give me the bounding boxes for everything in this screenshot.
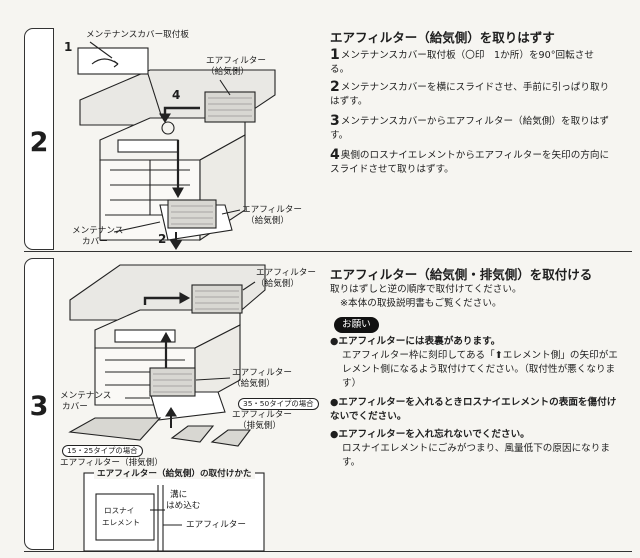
section2-step-4: 4奥側のロスナイエレメントからエアフィルターを矢印の方向にスライドさせて取りはず… bbox=[330, 148, 612, 177]
notice-badge: お願い bbox=[334, 317, 379, 333]
inset-groove-2: はめ込む bbox=[166, 501, 200, 511]
s3-label-cover-1: メンテナンス bbox=[60, 391, 111, 401]
s3-label-filter-supply-top-1: エアフィルター bbox=[256, 268, 316, 278]
bullet-title: ●エアフィルターを入れるときロスナイエレメントの表面を傷付けないでください。 bbox=[330, 397, 616, 422]
tag-15-25: 15・25タイプの場合 bbox=[62, 445, 143, 457]
bullet-2: ●エアフィルターを入れるときロスナイエレメントの表面を傷付けないでください。 bbox=[330, 396, 620, 424]
s3-label-exhaust-right-2: （排気側） bbox=[238, 421, 281, 431]
section2-step-2: 2メンテナンスカバーを横にスライドさせ、手前に引っぱり取りはずす。 bbox=[330, 80, 612, 109]
bullet-1: ●エアフィルターには表裏があります。 エアフィルター枠に刻印してある「⬆エレメン… bbox=[330, 335, 620, 391]
s3-label-exhaust-left: エアフィルター（排気側） bbox=[60, 458, 163, 468]
label-filter-supply-bottom-2: （給気側） bbox=[246, 216, 289, 226]
section2-step-1: 1メンテナンスカバー取付板（〇印 1か所）を90°回転させる。 bbox=[330, 48, 612, 77]
section3-intro-2: ※本体の取扱説明書もご覧ください。 bbox=[340, 297, 502, 311]
s3-label-filter-supply-mid-1: エアフィルター bbox=[232, 368, 292, 378]
bullet-body: エアフィルター枠に刻印してある「⬆エレメント側」の矢印がエレメント側になるよう取… bbox=[330, 349, 620, 391]
label-filter-supply-bottom-1: エアフィルター bbox=[242, 205, 302, 215]
callout-2: 2 bbox=[158, 234, 166, 244]
bullet-body: ロスナイエレメントにごみがつまり、風量低下の原因になります。 bbox=[330, 442, 620, 470]
label-cover-plate: メンテナンスカバー取付板 bbox=[86, 30, 189, 40]
inset-filter: エアフィルター bbox=[186, 520, 246, 530]
step-text: メンテナンスカバーからエアフィルター（給気側）を取りはずす。 bbox=[330, 116, 609, 141]
s3-label-exhaust-right-1: エアフィルター bbox=[232, 410, 292, 420]
section3-intro-1: 取りはずしと逆の順序で取付けてください。 bbox=[330, 283, 522, 297]
section3-title: エアフィルター（給気側・排気側）を取付ける bbox=[330, 264, 592, 283]
step-number: 4 bbox=[330, 147, 340, 163]
s3-label-cover-2: カバー bbox=[62, 402, 88, 412]
step-number: 1 bbox=[330, 47, 340, 63]
step-number: 2 bbox=[330, 79, 340, 95]
section2-step-3: 3メンテナンスカバーからエアフィルター（給気側）を取りはずす。 bbox=[330, 114, 612, 143]
bullet-3: ●エアフィルターを入れ忘れないでください。 ロスナイエレメントにごみがつまり、風… bbox=[330, 428, 620, 470]
label-cover-2: カバー bbox=[82, 237, 108, 247]
tag-35-50: 35・50タイプの場合 bbox=[238, 398, 319, 410]
label-cover-1: メンテナンス bbox=[72, 226, 123, 236]
s3-label-filter-supply-mid-2: （給気側） bbox=[232, 379, 275, 389]
inset-groove-1: 溝に bbox=[170, 490, 187, 500]
inset-title: エアフィルター（給気側）の取付けかた bbox=[94, 469, 255, 479]
inset-element-1: ロスナイ bbox=[104, 506, 134, 516]
bullet-title: ●エアフィルターには表裏があります。 bbox=[330, 336, 500, 347]
section2-title: エアフィルター（給気側）を取りはずす bbox=[330, 27, 555, 46]
label-filter-supply-top-1: エアフィルター bbox=[206, 56, 266, 66]
step-text: メンテナンスカバー取付板（〇印 1か所）を90°回転させる。 bbox=[330, 50, 594, 75]
inset-element-2: エレメント bbox=[102, 518, 140, 528]
callout-4: 4 bbox=[172, 90, 180, 100]
callout-1: 1 bbox=[64, 42, 72, 52]
step-text: メンテナンスカバーを横にスライドさせ、手前に引っぱり取りはずす。 bbox=[330, 82, 609, 107]
step-number: 3 bbox=[330, 113, 340, 129]
step-text: 奥側のロスナイエレメントからエアフィルターを矢印の方向にスライドさせて取りはずす… bbox=[330, 150, 609, 175]
bullet-title: ●エアフィルターを入れ忘れないでください。 bbox=[330, 429, 530, 440]
s3-label-filter-supply-top-2: （給気側） bbox=[256, 279, 299, 289]
label-filter-supply-top-2: （給気側） bbox=[206, 67, 249, 77]
